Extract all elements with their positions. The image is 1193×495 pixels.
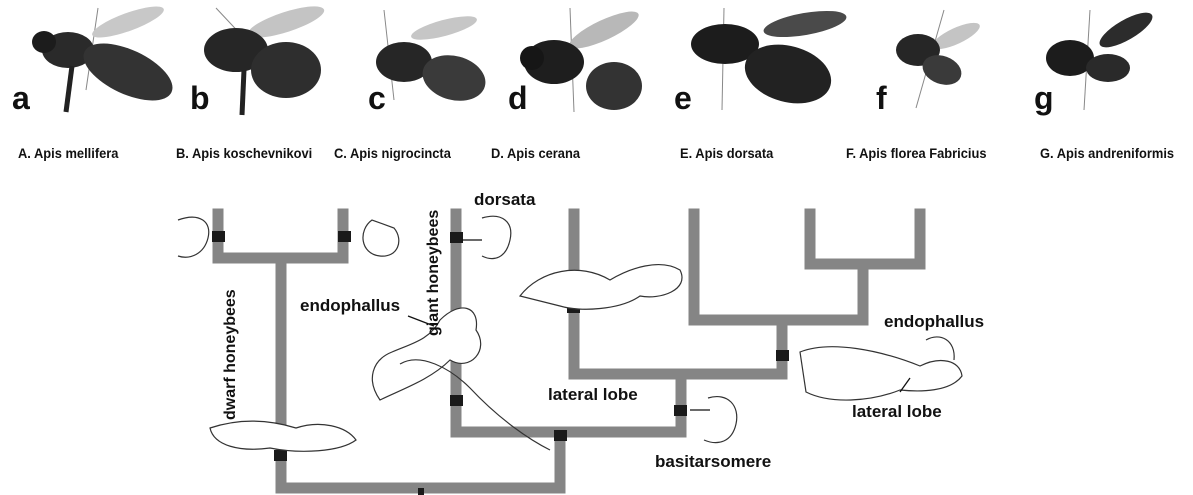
sketch-endophallus-top bbox=[520, 265, 682, 310]
label-lateral-lobe-right: lateral lobe bbox=[852, 402, 942, 422]
marker-5 bbox=[776, 350, 789, 361]
label-lateral-lobe-left: lateral lobe bbox=[548, 385, 638, 405]
label-endophallus-right: endophallus bbox=[884, 312, 984, 332]
label-dwarf-honeybees: dwarf honeybees bbox=[222, 289, 240, 420]
branch-cavity-top bbox=[810, 214, 920, 264]
label-dorsata: dorsata bbox=[474, 190, 535, 210]
marker-9 bbox=[274, 450, 287, 461]
branch-dwarf-top bbox=[218, 214, 343, 258]
marker-3 bbox=[450, 232, 463, 243]
sketch-endophallus-right bbox=[800, 347, 962, 400]
sketch-basitarsomere bbox=[704, 397, 737, 443]
marker-2 bbox=[338, 231, 351, 242]
marker-root bbox=[418, 488, 424, 495]
label-basitarsomere: basitarsomere bbox=[655, 452, 771, 472]
label-endophallus-left: endophallus bbox=[300, 296, 400, 316]
sketch-endophallus-tip bbox=[926, 337, 954, 360]
marker-7 bbox=[450, 395, 463, 406]
marker-1 bbox=[212, 231, 225, 242]
sketch-1 bbox=[178, 217, 209, 257]
marker-8 bbox=[554, 430, 567, 441]
marker-6 bbox=[674, 405, 687, 416]
sketch-dwarf bbox=[210, 421, 356, 451]
sketch-dorsata bbox=[482, 216, 511, 258]
sketch-2 bbox=[363, 220, 399, 256]
label-giant-honeybees: giant honeybees bbox=[425, 210, 443, 336]
